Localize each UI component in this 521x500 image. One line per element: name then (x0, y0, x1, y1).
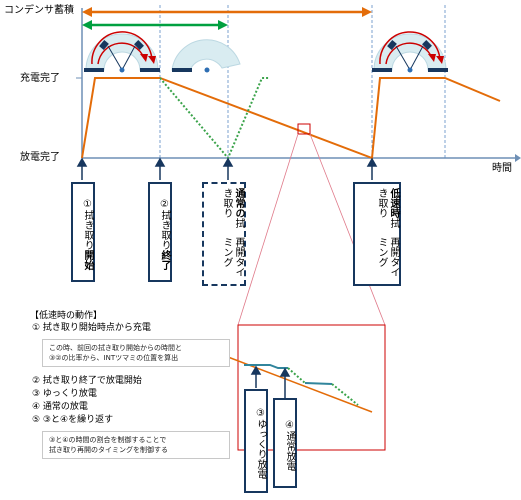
low-speed-resume-box: 低速時拭き取り 再開タイミング (353, 182, 401, 286)
normal-resume-box: 通常の拭き取り 再開タイミング (202, 182, 246, 286)
wipe-end-box: ②拭き取り終了 (148, 182, 172, 282)
legend-note-1: この時、前回の拭き取り開始からの時間と ③②の比率から、INTツマミの位置を算出 (42, 339, 230, 367)
note1-line2: ③②の比率から、INTツマミの位置を算出 (49, 354, 179, 362)
note2-line2: 拭き取り再開のタイミングを制御する (49, 446, 168, 454)
zoom-line-right (309, 133, 386, 326)
zoom-pointer-arrows (250, 365, 291, 398)
guide-lines (159, 5, 446, 158)
note2-line1: ③と④の時間の割合を制御することで (49, 436, 167, 444)
zoom-marker (297, 123, 311, 135)
normal-resume-line1: 通常の拭き取り (221, 188, 244, 228)
wiper-gauge-icon (171, 39, 241, 73)
note1-line1: この時、前回の拭き取り開始からの時間と (49, 344, 182, 352)
wiper-gauge-icon (372, 31, 448, 73)
zoom-orange-line (227, 356, 373, 413)
wiper-gauge-icon (84, 31, 160, 73)
charge-curve (81, 77, 501, 160)
legend-step-5: ⑤ ③と④を繰り返す (32, 415, 114, 425)
legend-step-1: ① 拭き取り開始時点から充電 (32, 323, 151, 333)
legend-step-3: ③ ゆっくり放電 (32, 389, 97, 399)
slow-discharge-box: ③ゆっくり放電 (244, 389, 268, 493)
capacitor-storage-label: コンデンサ蓄積 (4, 5, 74, 16)
legend-step-4: ④ 通常の放電 (32, 402, 88, 412)
wipe-start-box: ①拭き取り開始 (71, 182, 95, 282)
time-axis-label: 時間 (492, 163, 512, 174)
low-speed-resume-line2: 再開タイミング (376, 237, 399, 277)
normal-discharge-label: ④通常放電 (284, 419, 295, 471)
legend-note-2: ③と④の時間の割合を制御することで 拭き取り再開のタイミングを制御する (42, 431, 230, 459)
zoom-slow-discharge (304, 382, 333, 385)
legend-title: 【低速時の動作】 (30, 311, 103, 321)
wipe-start-label: ①拭き取り開始 (82, 198, 93, 270)
orange-span-arrow (82, 7, 372, 17)
x-axis-arrow (515, 154, 521, 162)
charge-complete-label: 充電完了 (20, 73, 60, 84)
pointer-arrows (76, 157, 378, 180)
legend-step-2: ② 拭き取り終了で放電開始 (32, 376, 142, 386)
normal-discharge-box: ④通常放電 (273, 398, 297, 488)
low-speed-resume-line1: 低速時拭き取り (376, 188, 399, 228)
discharge-complete-label: 放電完了 (20, 152, 60, 163)
zoom-slow-discharge (244, 364, 288, 369)
green-span-arrow (82, 20, 228, 30)
slow-discharge-label: ③ゆっくり放電 (255, 407, 266, 479)
zoom-normal-discharge (331, 383, 359, 406)
normal-discharge-curve (159, 77, 270, 160)
zoom-line-left (237, 133, 299, 326)
wipe-end-label: ②拭き取り終了 (159, 198, 170, 270)
normal-resume-line2: 再開タイミング (221, 237, 244, 277)
